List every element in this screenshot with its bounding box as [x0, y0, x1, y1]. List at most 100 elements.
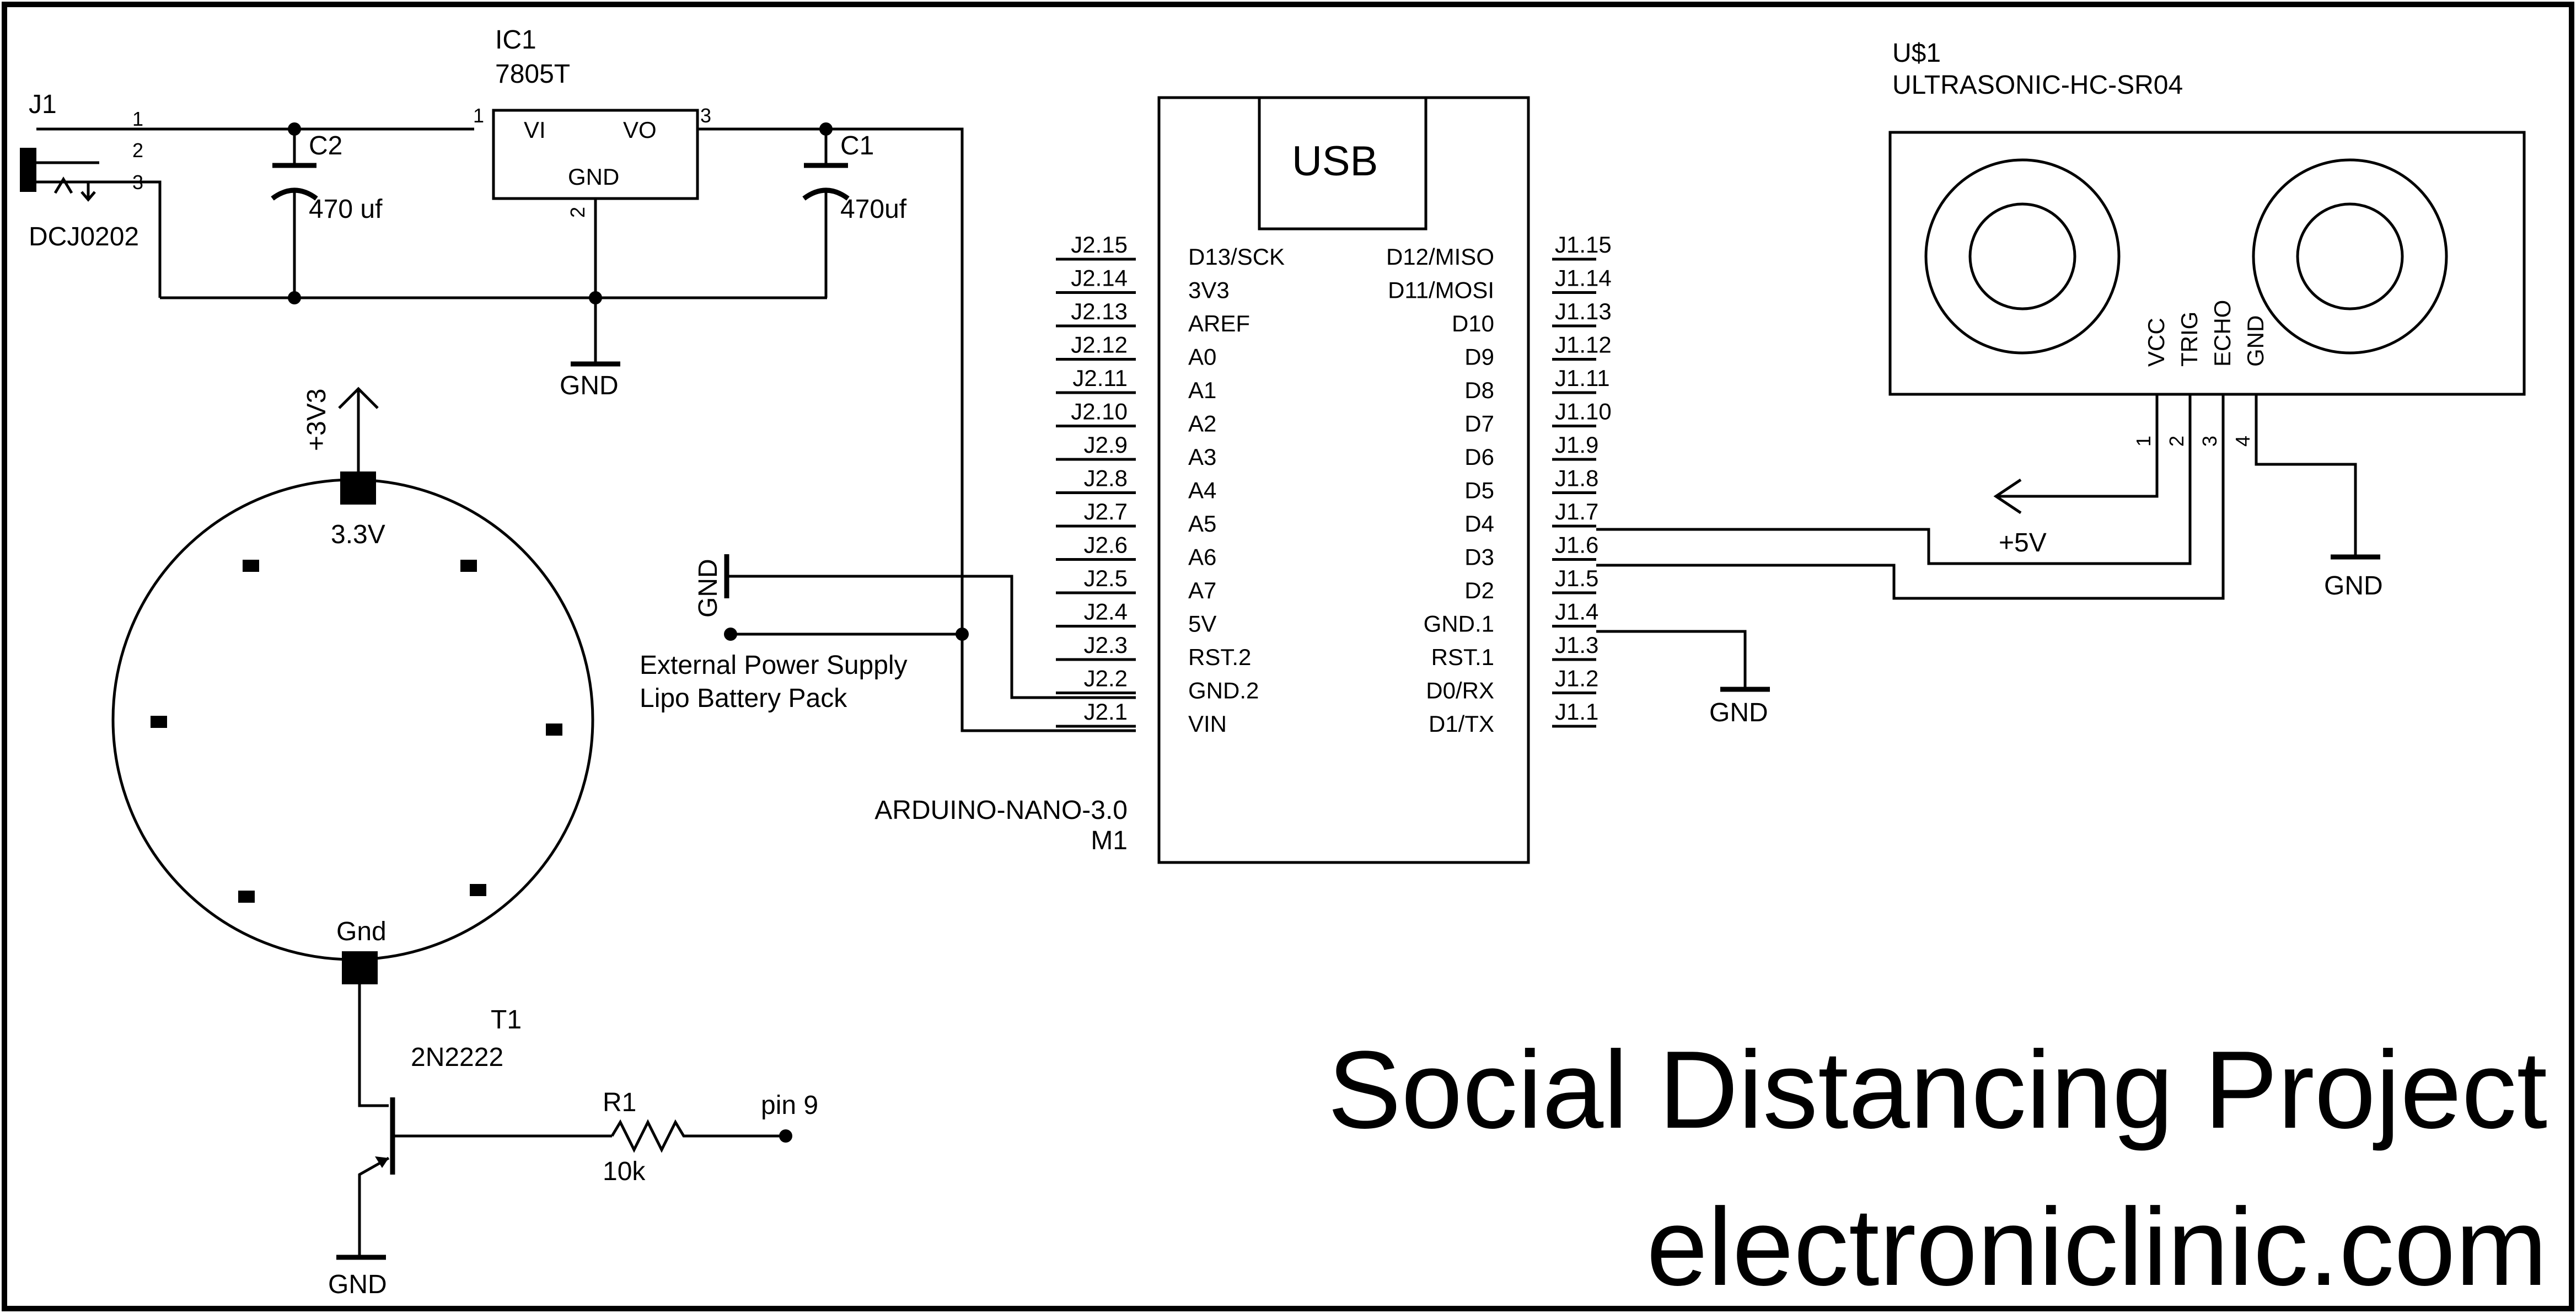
title-line2: electroniclinic.com	[1646, 1186, 2547, 1309]
sensor-pin-vcc: VCC	[2143, 318, 2169, 367]
nano-right-pin-name: D1/TX	[1429, 711, 1494, 737]
ic1-vi: VI	[524, 117, 546, 143]
nano-left-pin-port: J2.2	[1084, 666, 1128, 692]
j1-ref: J1	[29, 90, 57, 119]
nano-right-pin-port: J1.5	[1555, 565, 1598, 591]
nano-right-pin-port: J1.2	[1555, 666, 1598, 692]
transistor-t1: T1 2N2222 GND	[328, 984, 612, 1299]
sensor-part: ULTRASONIC-HC-SR04	[1892, 71, 2183, 100]
nano-left-pin-port: J2.6	[1084, 532, 1128, 558]
ring-supply-label: +3V3	[302, 389, 331, 451]
c2-value: 470 uf	[309, 195, 383, 224]
nano-right-pin-port: J1.12	[1555, 332, 1612, 358]
pin9-label: pin 9	[761, 1091, 818, 1120]
nano-left-pin-name: 3V3	[1188, 277, 1230, 303]
nano-left-pin-port: J2.10	[1071, 399, 1128, 425]
j1-part: DCJ0202	[29, 222, 139, 251]
sensor-num3: 3	[2198, 436, 2221, 447]
nano-right-pin-port: J1.1	[1555, 699, 1598, 725]
nano-left-pin-name: A7	[1188, 577, 1216, 603]
sensor-gnd-label: GND	[2324, 571, 2383, 601]
c1-ref: C1	[840, 131, 874, 160]
title-line1: Social Distancing Project	[1328, 1028, 2547, 1151]
arduino-ref: M1	[1091, 826, 1128, 855]
t1-part: 2N2222	[411, 1043, 503, 1072]
nano-left-pin-name: VIN	[1188, 711, 1227, 737]
nano-right-pin-port: J1.6	[1555, 532, 1598, 558]
j1-pin3: 3	[132, 171, 143, 194]
nano-right-pin-name: D2	[1464, 577, 1494, 603]
nano-left-pin-port: J2.14	[1071, 265, 1128, 291]
nano-left-pin-port: J2.1	[1084, 699, 1128, 725]
nano-right-pin-name: D4	[1464, 511, 1494, 537]
nano-left-pin-name: D13/SCK	[1188, 244, 1285, 270]
a6-gnd-label: GND	[694, 559, 723, 618]
nano-left-pin-port: J2.13	[1071, 298, 1128, 324]
sensor-pin-gnd: GND	[2242, 315, 2268, 367]
c2-ref: C2	[309, 131, 342, 160]
nano-left-pin-port: J2.15	[1071, 232, 1128, 258]
nano-left-pin-name: 5V	[1188, 611, 1216, 637]
arduino-part: ARDUINO-NANO-3.0	[874, 796, 1128, 825]
ic1-pin2: 2	[566, 207, 589, 218]
nano-left-pin-name: A5	[1188, 511, 1216, 537]
ic1-vo: VO	[623, 117, 657, 143]
r1-value: 10k	[603, 1157, 646, 1186]
sensor-num4: 4	[2231, 436, 2254, 447]
ground-symbol-regulator: GND	[560, 361, 620, 400]
nano-left-pin-port: J2.12	[1071, 332, 1128, 358]
nano-left-pin-name: A6	[1188, 544, 1216, 570]
nano-right-pins: J1.15D12/MISOJ1.14D11/MOSIJ1.13D10J1.12D…	[1386, 232, 1612, 737]
nano-left-pin-name: A0	[1188, 344, 1216, 370]
r1-ref: R1	[603, 1088, 636, 1117]
nano-right-pin-port: J1.7	[1555, 499, 1598, 524]
nano-left-pin-name: A3	[1188, 444, 1216, 470]
ic1-gnd: GND	[568, 164, 619, 190]
c1-value: 470uf	[840, 195, 907, 224]
nano-right-pin-name: GND.1	[1424, 611, 1494, 637]
nano-right-pin-name: D8	[1464, 377, 1494, 403]
nano-right-pin-name: D12/MISO	[1386, 244, 1494, 270]
t1-gnd-label: GND	[328, 1270, 387, 1299]
nano-left-pin-port: J2.9	[1084, 432, 1128, 458]
capacitor-c2: C2 470 uf	[271, 129, 383, 298]
nano-right-pin-port: J1.10	[1555, 399, 1612, 425]
nano-left-pin-name: A1	[1188, 377, 1216, 403]
j1-pin1: 1	[132, 108, 143, 130]
ring-bottom-label: Gnd	[336, 917, 387, 946]
nano-left-pin-name: RST.2	[1188, 644, 1251, 670]
nano-right-pin-port: J1.3	[1555, 632, 1598, 658]
nano-left-pin-name: A2	[1188, 411, 1216, 437]
sensor-pin-trig: TRIG	[2176, 312, 2202, 367]
nano-right-pin-name: D5	[1464, 478, 1494, 503]
led-ring: +3V3 3.3V Gnd	[111, 387, 594, 984]
sensor-num2: 2	[2165, 436, 2188, 447]
nano-right-pin-port: J1.11	[1555, 365, 1610, 391]
regulator-ic1: IC1 7805T VI VO GND 1 3 2	[473, 25, 1136, 732]
sensor-ref: U$1	[1892, 39, 1941, 68]
t1-ref: T1	[491, 1005, 522, 1035]
regulator-gnd-label: GND	[560, 371, 619, 400]
nano-left-pin-port: J2.5	[1084, 565, 1128, 591]
supply-line2: Lipo Battery Pack	[640, 684, 847, 713]
nano-left-pin-name: GND.2	[1188, 678, 1259, 704]
ring-top-label: 3.3V	[331, 520, 385, 549]
nano-left-pin-port: J2.7	[1084, 499, 1128, 524]
nano-right-pin-port: J1.13	[1555, 298, 1612, 324]
nano-right-pin-name: D7	[1464, 411, 1494, 437]
nano-left-pin-port: J2.4	[1084, 599, 1128, 625]
nano-left-pin-port: J2.3	[1084, 632, 1128, 658]
nano-left-pin-port: J2.11	[1072, 365, 1128, 391]
nano-right-pin-port: J1.4	[1555, 599, 1598, 625]
title-block: Social Distancing Project electroniclini…	[1328, 1028, 2547, 1309]
nano-right-pin-port: J1.8	[1555, 465, 1598, 491]
ic1-pin3: 3	[700, 104, 711, 127]
supply-line1: External Power Supply	[640, 651, 908, 680]
usb-label: USB	[1292, 138, 1378, 185]
nano-left-pin-port: J2.8	[1084, 465, 1128, 491]
nano-right-pin-name: D9	[1464, 344, 1494, 370]
nano-right-pin-name: D0/RX	[1426, 678, 1494, 704]
